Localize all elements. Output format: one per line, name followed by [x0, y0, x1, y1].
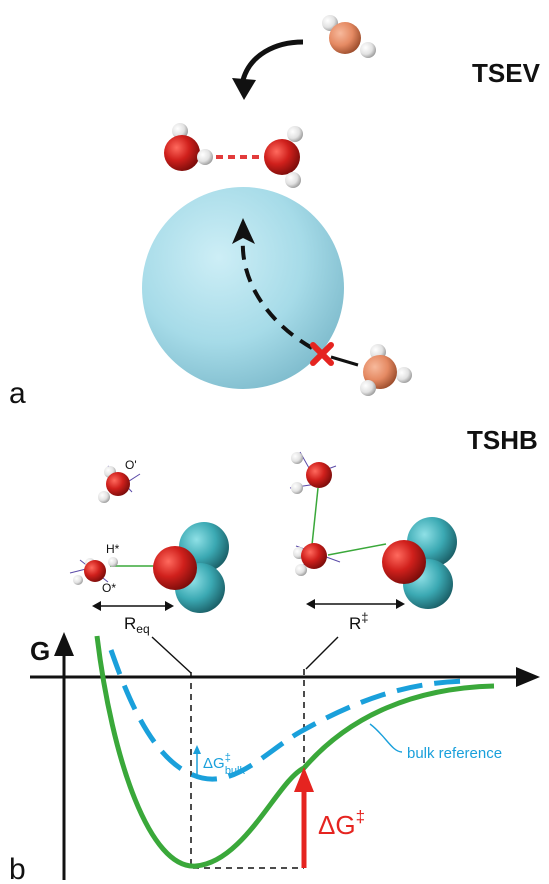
water-o-prime: [98, 465, 141, 503]
panel-a-label: a: [9, 377, 26, 410]
energy-axis-arrowhead: [54, 632, 74, 656]
panel-b-label: b: [9, 853, 26, 884]
water-o-star: [69, 557, 158, 585]
r-eq-arrow: [92, 601, 174, 611]
r-eq-label: Req: [124, 614, 150, 636]
solute-sphere: [142, 187, 344, 389]
barrier-arrowhead: [294, 767, 314, 792]
solute-cluster-right: [382, 517, 457, 609]
free-energy-curve: [94, 635, 495, 869]
blocked-water-molecule: [360, 344, 412, 396]
bulk-reference-label: bulk reference: [407, 745, 502, 762]
r-ts-callout-line: [305, 636, 339, 670]
energy-axis-label: G: [30, 636, 50, 666]
bulk-reference-curve: [108, 649, 469, 782]
blocked-path-tail: [330, 355, 359, 367]
bulk-barrier-arrowhead: [193, 745, 201, 754]
atom-label-o-star: O*: [102, 581, 116, 595]
atom-label-h-star: H*: [106, 542, 120, 556]
surface-path: [240, 237, 313, 350]
bulk-barrier-label: ΔG‡bulk: [203, 752, 245, 777]
incoming-water-molecule: [322, 15, 376, 58]
surface-path-arrowhead: [232, 218, 255, 244]
barrier-label: ΔG‡: [318, 807, 365, 840]
ts-hbond-line-1: [311, 487, 319, 546]
approach-arrowhead: [232, 78, 256, 100]
bulk-reference-leader: [369, 723, 403, 753]
reaction-coordinate-arrowhead: [516, 667, 540, 687]
solute-cluster-left: [153, 522, 229, 613]
water-ts-upper: [289, 451, 337, 494]
blocked-marker-icon: [310, 342, 334, 366]
water-molecule-right: [264, 126, 303, 188]
approach-arrow: [240, 39, 304, 81]
ts-hbond-line-2: [327, 543, 387, 556]
water-ts-lower: [293, 543, 341, 576]
r-eq-callout-line: [151, 636, 192, 674]
water-molecule-left: [164, 123, 213, 171]
r-ts-arrow: [306, 599, 405, 609]
tsev-title: TSEV: [472, 58, 541, 88]
atom-label-o-prime: O': [125, 458, 137, 472]
tshb-title: TSHB: [467, 425, 538, 455]
r-ts-label: R‡: [349, 610, 369, 633]
